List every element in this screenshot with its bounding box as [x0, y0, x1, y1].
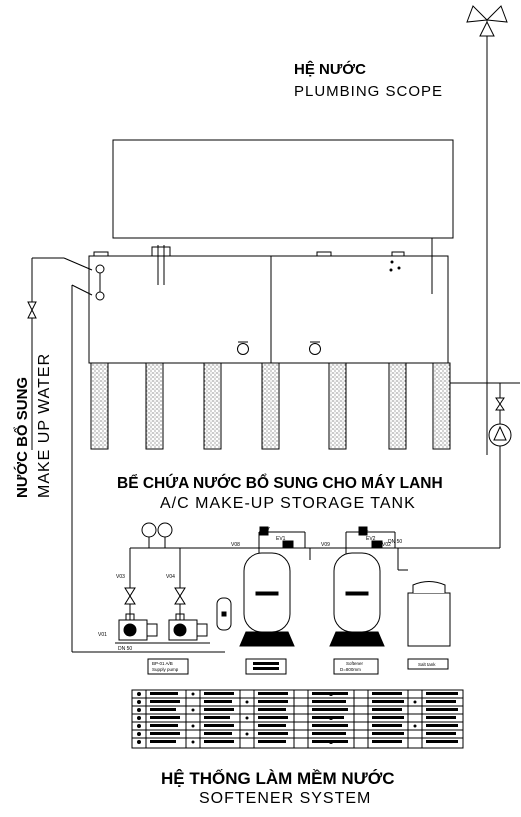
- valve-ev2: EV2: [366, 536, 376, 542]
- vent-cap-icon: [466, 5, 508, 455]
- softener-vessel-2: [329, 552, 385, 647]
- legend-entries: [137, 692, 458, 744]
- upper-building-box: [112, 139, 454, 239]
- valve-v01: V01: [98, 632, 107, 638]
- pipe-dn50-bottom: DN 50: [118, 646, 132, 652]
- legend-table: [131, 689, 464, 749]
- tank-title-en: A/C MAKE-UP STORAGE TANK: [160, 495, 416, 512]
- pump-tag-box: [147, 658, 189, 675]
- valve-v08: V08: [231, 542, 240, 548]
- pump-tag-line2: Supply pump: [152, 667, 179, 672]
- supply-line: [450, 382, 520, 548]
- makeup-label-vn: NƯỚC BỔ SUNG: [13, 377, 31, 498]
- softener-tag-line1: Softener: [346, 661, 364, 666]
- softener-label-box: [333, 658, 379, 675]
- softener-vessel-1: [239, 552, 295, 647]
- softener-header: [124, 522, 500, 640]
- supply-pumps: [115, 597, 232, 644]
- plumbing-title-vn: HỆ NƯỚC: [294, 60, 366, 78]
- valve-ev1: EV1: [276, 536, 286, 542]
- concrete-supports: [90, 362, 451, 450]
- valve-v11: V11: [360, 527, 369, 533]
- softener-tag-line2: D=800mm: [340, 667, 361, 672]
- storage-tank: [88, 245, 449, 364]
- salt-tag-box: [407, 658, 449, 670]
- salt-tank-tag: Salt tank: [418, 662, 436, 667]
- valve-v04: V04: [166, 574, 175, 580]
- system-title-en: SOFTENER SYSTEM: [199, 790, 371, 807]
- makeup-water-line: [27, 257, 225, 653]
- pump-tag-line1: BP-01 A/B: [152, 661, 173, 666]
- makeup-label-en: MAKE UP WATER: [36, 353, 53, 498]
- plumbing-title-en: PLUMBING SCOPE: [294, 83, 443, 100]
- salt-tank: [397, 560, 451, 647]
- tank-title-vn: BỂ CHỨA NƯỚC BỔ SUNG CHO MÁY LANH: [117, 474, 443, 492]
- pipe-dn50-top: DN 50: [388, 539, 402, 545]
- valve-v02: V02: [382, 542, 391, 548]
- softener-tag-box: [245, 658, 287, 675]
- valve-v09: V09: [321, 542, 330, 548]
- valve-v03: V03: [116, 574, 125, 580]
- valve-v07: V07: [261, 527, 270, 533]
- system-title-vn: HỆ THỐNG LÀM MỀM NƯỚC: [161, 768, 395, 788]
